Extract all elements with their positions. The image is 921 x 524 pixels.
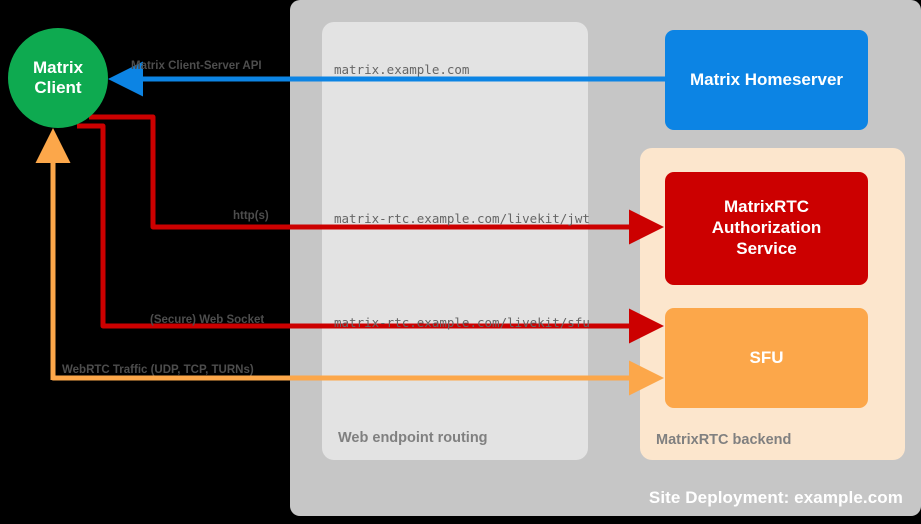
matrixrtc-backend-label: MatrixRTC backend	[656, 432, 792, 448]
node-sfu[interactable]: SFU	[665, 308, 868, 408]
matrix-client-label-line1: Matrix	[32, 57, 84, 77]
node-matrix-client[interactable]: Matrix Client	[8, 28, 108, 128]
endpoint-matrix-example-com: matrix.example.com	[334, 62, 470, 77]
auth-service-label-line3: Service	[736, 238, 797, 258]
edge-label-client-server-api: Matrix Client-Server API	[131, 60, 262, 72]
edge-label-web-socket: (Secure) Web Socket	[150, 314, 265, 326]
edge-label-http: http(s)	[233, 210, 269, 222]
web-endpoint-routing-container: Web endpoint routing	[322, 22, 588, 460]
endpoint-livekit-sfu: matrix-rtc.example.com/livekit/sfu	[334, 315, 590, 330]
auth-service-label-line2: Authorization	[711, 218, 822, 238]
sfu-label: SFU	[749, 347, 784, 367]
auth-service-label-line1: MatrixRTC	[723, 197, 809, 217]
endpoint-livekit-jwt: matrix-rtc.example.com/livekit/jwt	[334, 211, 590, 226]
matrix-homeserver-label: Matrix Homeserver	[689, 69, 844, 89]
site-deployment-label: Site Deployment: example.com	[648, 488, 903, 507]
edge-label-webrtc-traffic: WebRTC Traffic (UDP, TCP, TURNs)	[62, 364, 254, 376]
matrix-client-label-line2: Client	[34, 78, 82, 97]
node-matrixrtc-authorization-service[interactable]: MatrixRTC Authorization Service	[665, 172, 868, 285]
node-matrix-homeserver[interactable]: Matrix Homeserver	[665, 30, 868, 130]
web-endpoint-routing-label: Web endpoint routing	[338, 430, 488, 446]
